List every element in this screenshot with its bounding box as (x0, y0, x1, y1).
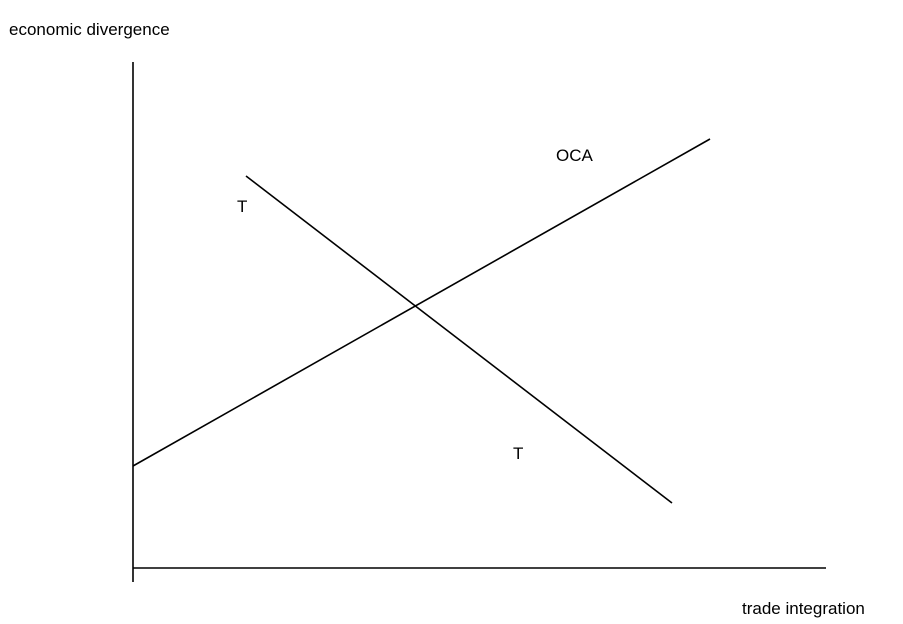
x-axis-label: trade integration (742, 599, 865, 618)
oca-line-label: OCA (556, 146, 594, 165)
t-line-label-bottom: T (513, 444, 523, 463)
t-line (245, 175, 673, 504)
y-axis-label: economic divergence (9, 20, 170, 39)
t-line-label-top: T (237, 197, 247, 216)
oca-line (132, 138, 711, 467)
